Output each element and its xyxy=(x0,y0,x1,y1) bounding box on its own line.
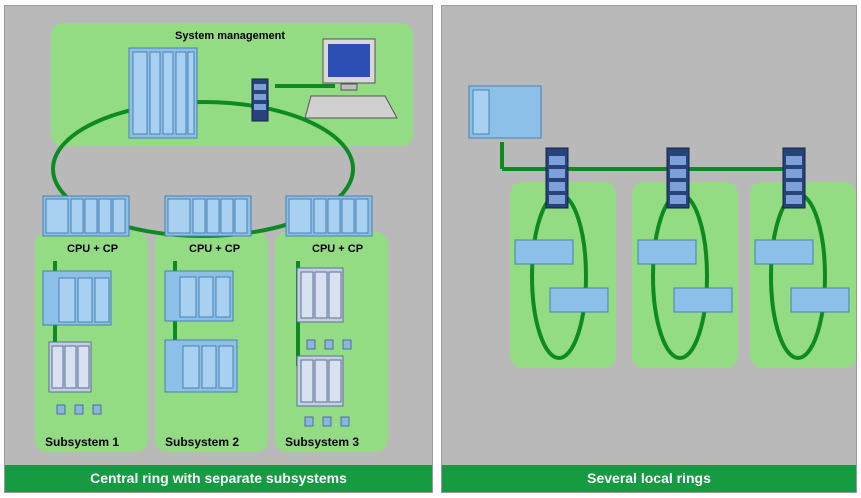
network-switch-icon xyxy=(782,147,806,209)
plc-rack-icon xyxy=(164,195,252,237)
motor-icon xyxy=(306,339,352,350)
local-ring-3 xyxy=(769,192,827,360)
local-ring-2 xyxy=(651,192,709,360)
plc-rack-icon xyxy=(468,85,542,139)
io-module-icon xyxy=(164,339,238,393)
system-management-label: System management xyxy=(175,30,286,42)
drive-icon xyxy=(296,267,344,323)
drive-icon xyxy=(296,355,344,407)
network-switch-icon xyxy=(251,78,269,122)
cpu-cp-label-2: CPU + CP xyxy=(189,243,241,255)
central-ring-diagram xyxy=(42,38,398,427)
io-module-icon xyxy=(164,270,234,322)
io-module-icon xyxy=(42,270,112,326)
subsystem-label-2: Subsystem 2 xyxy=(165,435,240,449)
plc-rack-icon xyxy=(42,195,130,237)
computer-icon xyxy=(304,38,398,119)
local-ring-1 xyxy=(530,192,588,360)
motor-icon xyxy=(56,404,102,415)
drive-icon xyxy=(48,341,92,393)
local-rings-panel: Several local rings xyxy=(441,5,857,493)
io-module-icon xyxy=(637,239,733,313)
plc-rack-icon xyxy=(128,47,198,139)
left-caption: Central ring with separate subsystems xyxy=(5,465,432,492)
subsystem-label-3: Subsystem 3 xyxy=(285,435,360,449)
network-switch-icon xyxy=(545,147,569,209)
plc-rack-icon xyxy=(285,195,373,237)
local-rings-diagram xyxy=(468,85,850,360)
cpu-cp-label-1: CPU + CP xyxy=(67,243,119,255)
cpu-cp-label-3: CPU + CP xyxy=(312,243,364,255)
motor-icon xyxy=(304,416,350,427)
io-module-icon xyxy=(514,239,609,313)
network-switch-icon xyxy=(666,147,690,209)
local-ring-zone-1 xyxy=(510,182,616,368)
right-caption: Several local rings xyxy=(442,465,856,492)
local-ring-zone-3 xyxy=(750,182,856,368)
central-ring-panel: System management CPU + CP CPU + CP CPU … xyxy=(4,5,433,493)
local-ring-zone-2 xyxy=(632,182,738,368)
subsystem-label-1: Subsystem 1 xyxy=(45,435,120,449)
io-module-icon xyxy=(754,239,850,313)
